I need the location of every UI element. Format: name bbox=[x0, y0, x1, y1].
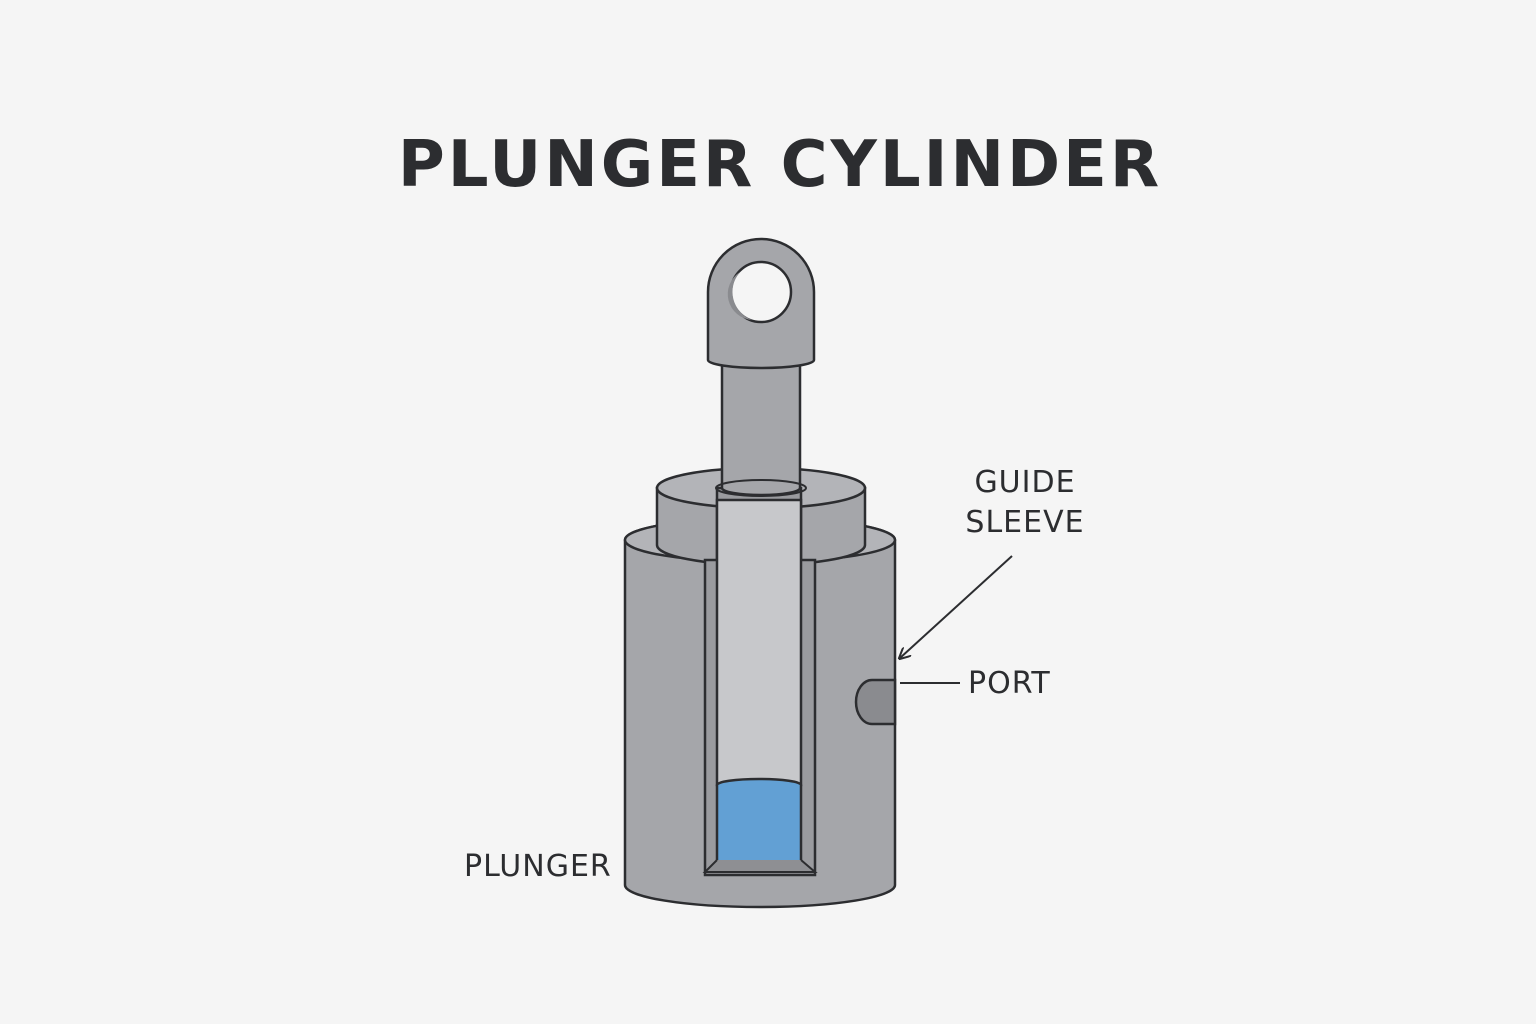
leader-lines bbox=[900, 555, 1013, 684]
rod-eye-mount bbox=[706, 237, 816, 370]
port bbox=[854, 678, 897, 726]
page-title: PLUNGER CYLINDER bbox=[397, 128, 1163, 202]
guide-sleeve-label: GUIDE SLEEVE bbox=[950, 463, 1100, 543]
plunger bbox=[715, 498, 803, 787]
plunger-label: PLUNGER bbox=[464, 849, 612, 884]
guide-sleeve-label-line2: SLEEVE bbox=[965, 505, 1085, 540]
hydraulic-fluid bbox=[702, 777, 818, 873]
plunger-rod bbox=[715, 363, 807, 497]
port-label: PORT bbox=[968, 666, 1051, 701]
guide-sleeve-label-line1: GUIDE bbox=[974, 465, 1076, 500]
guide-sleeve-arrow bbox=[900, 555, 1013, 658]
